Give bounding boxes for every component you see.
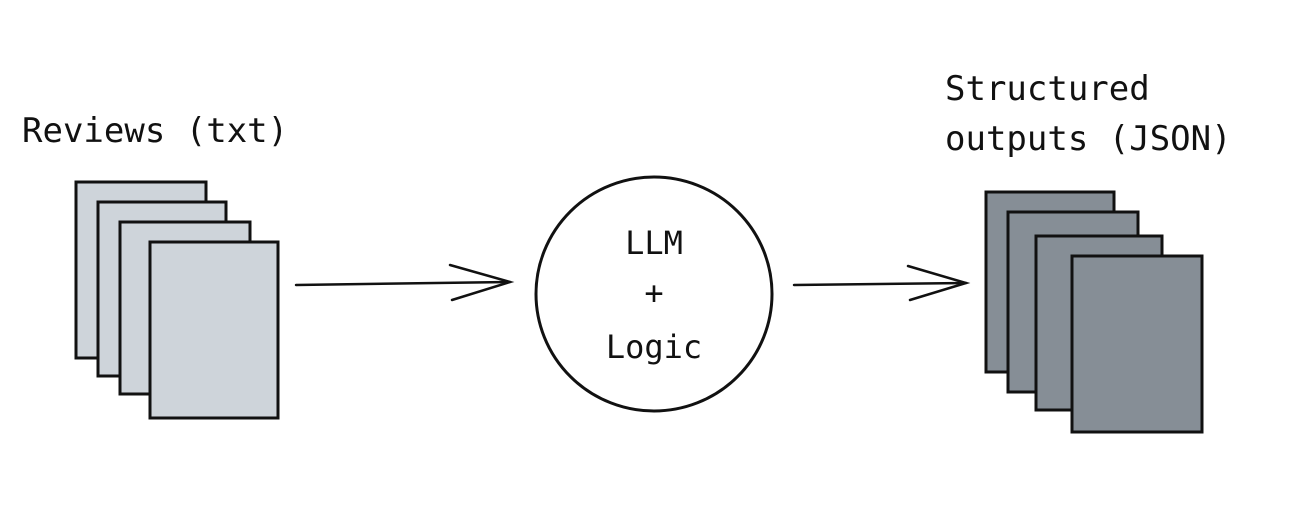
- output-label-line2: outputs (JSON): [945, 119, 1232, 159]
- plus-text: +: [644, 274, 663, 312]
- arrow-llm-to-output: [792, 264, 971, 302]
- logic-text: Logic: [606, 328, 702, 366]
- output-documents: [984, 190, 1204, 434]
- output-label-line1: Structured: [945, 69, 1150, 109]
- llm-logic-node: [534, 175, 774, 413]
- arrow-input-to-llm: [294, 263, 515, 302]
- input-label: Reviews (txt): [22, 111, 288, 151]
- input-documents: [74, 180, 280, 420]
- input-document: [148, 240, 280, 420]
- llm-text: LLM: [625, 224, 683, 262]
- output-document: [1070, 254, 1204, 434]
